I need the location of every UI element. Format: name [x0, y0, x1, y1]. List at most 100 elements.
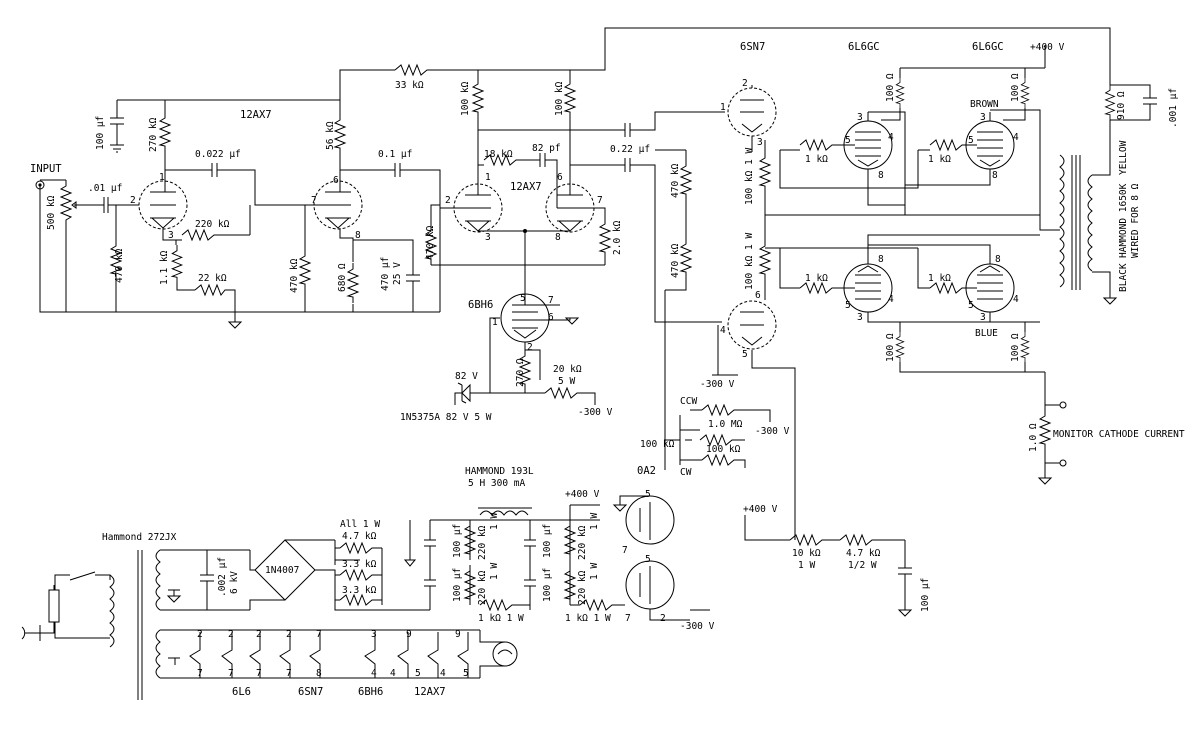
- pin: 3: [857, 112, 863, 123]
- label-r-5w: 5 W: [558, 376, 575, 387]
- label-ot: HAMMOND 1650K: [1118, 183, 1129, 258]
- label-r-270: 270 kΩ: [148, 117, 159, 152]
- label-r-470a: 470 kΩ: [114, 248, 125, 283]
- label-ccw: CCW: [680, 396, 697, 407]
- label-w1-2: 1 W: [489, 563, 500, 580]
- label-r-470c: 470 kΩ: [425, 225, 436, 260]
- input-stage: [35, 63, 605, 329]
- pin: 7: [197, 668, 203, 679]
- label-m300c: -300 V: [755, 426, 790, 437]
- label-r-220: 220 kΩ: [195, 219, 230, 230]
- bias-adjust: [665, 403, 771, 468]
- label-r-33: 33 kΩ: [395, 80, 424, 91]
- output-stage: [765, 45, 1157, 485]
- schematic-labels: INPUT .01 µf 500 kΩ 100 µf 270 kΩ 12AX7 …: [30, 41, 1185, 698]
- label-tube-6l6a: 6L6GC: [848, 41, 880, 53]
- pin: 5: [742, 349, 748, 360]
- pin: 7: [625, 613, 631, 624]
- label-r-100ohm-a: 100 Ω: [885, 73, 896, 102]
- pin: 4: [371, 668, 377, 679]
- label-c-100-4: 100 µf: [542, 568, 553, 602]
- pin: 7: [548, 295, 554, 306]
- pin: 2: [660, 613, 666, 624]
- pin: 6: [333, 175, 339, 186]
- label-c-6kv: 6 kV: [229, 571, 240, 594]
- label-oa2: 0A2: [637, 465, 656, 477]
- label-c-in: .01 µf: [88, 183, 122, 194]
- cathode-follower-6bh6: [454, 290, 596, 405]
- label-pt: Hammond 272JX: [102, 532, 177, 543]
- label-c-022: 0.22 µf: [610, 144, 650, 155]
- label-brown: BROWN: [970, 99, 999, 110]
- label-r-1k-a: 1 kΩ: [805, 154, 828, 165]
- label-m300b: -300 V: [700, 379, 735, 390]
- label-choke2: 5 H 300 mA: [468, 478, 525, 489]
- label-b400c: +400 V: [743, 504, 778, 515]
- label-r-56: 56 kΩ: [325, 121, 336, 150]
- pin: 5: [415, 668, 421, 679]
- label-r-100a: 100 kΩ: [460, 81, 471, 116]
- monitor-terminal-a-icon[interactable]: [1059, 401, 1067, 409]
- label-pot-in: 500 kΩ: [46, 195, 57, 230]
- pin: 1: [720, 102, 726, 113]
- label-w1-4: 1 W: [589, 563, 600, 580]
- label-c-82p: 82 pf: [532, 143, 561, 154]
- pin: 2: [445, 195, 451, 206]
- label-r-470e: 470 kΩ: [670, 243, 681, 278]
- pin: 1: [159, 172, 165, 183]
- label-r-1k-d: 1 kΩ: [928, 273, 951, 284]
- pin: 2: [130, 195, 136, 206]
- pin: 7: [228, 668, 234, 679]
- pin: 3: [757, 137, 763, 148]
- label-r-220-4: 220 kΩ: [577, 570, 588, 605]
- pin: 5: [463, 668, 469, 679]
- pin: 5: [645, 554, 651, 565]
- label-r-20k: 2.0 kΩ: [612, 220, 623, 255]
- pin: 4: [440, 668, 446, 679]
- pin: 9: [455, 629, 461, 640]
- label-zener-v: 82 V: [455, 371, 478, 382]
- label-m300a: -300 V: [578, 407, 613, 418]
- label-all1w: All 1 W: [340, 519, 380, 530]
- label-pot-100k: 100 kΩ: [640, 439, 675, 450]
- pin: 2: [197, 629, 203, 640]
- label-c-100-1: 100 µf: [452, 524, 463, 558]
- label-r-100k1w-a: 100 kΩ 1 W: [744, 148, 755, 205]
- label-c-100-2: 100 µf: [452, 568, 463, 602]
- pilot-lamp-icon: [492, 641, 518, 667]
- monitor-terminal-b-icon[interactable]: [1059, 459, 1067, 467]
- pin: 5: [845, 300, 851, 311]
- label-r-33a: 3.3 kΩ: [342, 559, 377, 570]
- label-c-100-3: 100 µf: [542, 524, 553, 558]
- label-c-100: 100 µf: [95, 116, 106, 150]
- fuse-icon: [48, 589, 60, 623]
- pin: 2: [286, 629, 292, 640]
- pin: 7: [311, 195, 317, 206]
- label-r-100b: 100 kΩ: [554, 81, 565, 116]
- label-choke: HAMMOND 193L: [465, 466, 534, 477]
- label-r-1ohm: 1.0 Ω: [1028, 423, 1039, 452]
- pin: 8: [878, 254, 884, 265]
- label-r-100ohm-c: 100 Ω: [885, 333, 896, 362]
- label-c-25v: 25 V: [392, 262, 403, 285]
- pin: 3: [980, 112, 986, 123]
- driver-6sn7: [655, 85, 905, 540]
- pin: 4: [1013, 132, 1019, 143]
- pin: 5: [645, 489, 651, 500]
- pin: 1: [485, 172, 491, 183]
- pin: 8: [995, 254, 1001, 265]
- label-yellow: YELLOW: [1118, 140, 1129, 175]
- pin: 2: [228, 629, 234, 640]
- pin: 9: [406, 629, 412, 640]
- label-r-100ohm-b: 100 Ω: [1010, 73, 1021, 102]
- label-h-6sn7: 6SN7: [298, 686, 323, 698]
- pin: 6: [755, 290, 761, 301]
- label-r-22: 22 kΩ: [198, 273, 227, 284]
- label-h-6l6: 6L6: [232, 686, 251, 698]
- pin: 8: [878, 170, 884, 181]
- label-w1-3: 1 W: [589, 513, 600, 530]
- label-blue: BLUE: [975, 328, 998, 339]
- label-r-470d: 470 kΩ: [670, 163, 681, 198]
- pin: 7: [622, 545, 628, 556]
- label-cw: CW: [680, 467, 692, 478]
